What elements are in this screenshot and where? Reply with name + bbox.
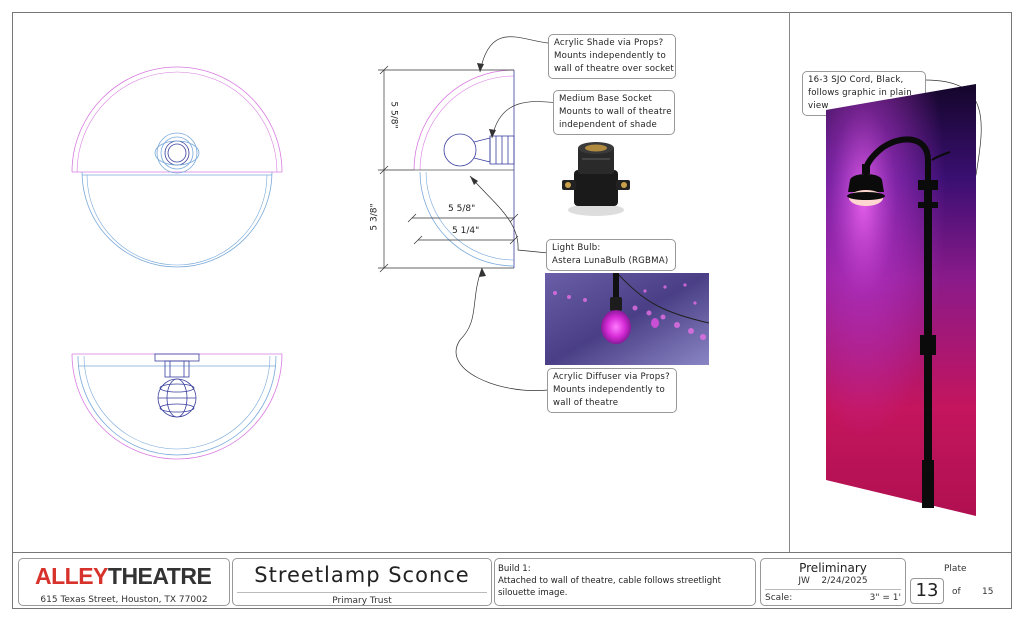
dim-width-b: 5 1/4"	[452, 226, 480, 236]
status-separator	[765, 589, 901, 590]
note-line: wall of theatre	[553, 398, 619, 408]
plate-of-label: of	[952, 587, 961, 597]
plate-total: 15	[982, 587, 994, 597]
note-line: Mounts independently to	[554, 51, 666, 61]
plate-panel: Plate 13 of 15	[910, 558, 1010, 606]
project-title: Streetlamp Sconce	[254, 563, 470, 587]
note-line: Astera LunaBulb (RGBMA)	[552, 256, 669, 266]
logo-dark-text: THEATRE	[107, 563, 212, 589]
plate-number: 13	[915, 580, 939, 601]
drawn-by: JW	[798, 576, 810, 586]
theatre-address: 615 Texas Street, Houston, TX 77002	[40, 595, 208, 605]
note-acrylic-diffuser: Acrylic Diffuser via Props? Mounts indep…	[547, 368, 677, 413]
front-elevation	[71, 66, 283, 268]
status-panel: Preliminary JW 2/24/2025 Scale: 3" = 1'	[760, 558, 906, 606]
note-line: independent of shade	[559, 120, 658, 130]
note-line: Medium Base Socket	[559, 94, 653, 104]
note-acrylic-shade: Acrylic Shade via Props? Mounts independ…	[548, 34, 676, 79]
note-line: follows graphic in plain	[808, 88, 912, 98]
note-line: Light Bulb:	[552, 243, 601, 253]
status-label: Preliminary	[799, 561, 867, 575]
drawing-date: 2/24/2025	[821, 576, 868, 586]
note-line: view	[808, 101, 829, 111]
project-separator	[237, 592, 487, 593]
drawn-by-date: JW 2/24/2025	[761, 576, 905, 586]
scale-value: 3" = 1'	[869, 593, 901, 603]
build-notes-panel: Build 1: Attached to wall of theatre, ca…	[494, 558, 756, 606]
dimension-lines	[378, 65, 519, 273]
note-line: wall of theatre over socket	[554, 64, 675, 74]
socket-photo	[562, 142, 630, 216]
note-line: 16-3 SJO Cord, Black,	[808, 75, 904, 85]
dim-width-a: 5 5/8"	[448, 204, 476, 214]
sheet-border	[12, 12, 1012, 609]
side-section	[413, 69, 515, 268]
alley-theatre-logo: ALLEYTHEATRE	[35, 563, 212, 590]
title-block: ALLEYTHEATRE 615 Texas Street, Houston, …	[12, 552, 1012, 610]
dim-lower-height: 5 3/8"	[369, 203, 380, 231]
plan-view	[71, 353, 283, 460]
leader-lines	[455, 36, 982, 391]
note-line: Acrylic Diffuser via Props?	[553, 372, 670, 382]
build-notes: Build 1: Attached to wall of theatre, ca…	[498, 563, 721, 599]
logo-red-text: ALLEY	[35, 563, 108, 589]
scale-label: Scale:	[765, 593, 793, 603]
bulb-photo	[545, 273, 709, 365]
dim-upper-height: 5 5/8"	[388, 101, 399, 129]
plate-number-box: 13	[910, 578, 944, 604]
note-line: Mounts to wall of theatre	[559, 107, 672, 117]
note-line: Mounts independently to	[553, 385, 665, 395]
note-medium-base-socket: Medium Base Socket Mounts to wall of the…	[553, 90, 675, 135]
logo-panel: ALLEYTHEATRE 615 Texas Street, Houston, …	[18, 558, 230, 606]
note-light-bulb: Light Bulb: Astera LunaBulb (RGBMA)	[546, 239, 676, 271]
note-line: Acrylic Shade via Props?	[554, 38, 664, 48]
plate-label: Plate	[944, 564, 967, 574]
project-subtitle: Primary Trust	[332, 596, 392, 606]
build-line: silouette image.	[498, 588, 568, 598]
render-divider	[789, 12, 790, 552]
build-line: Build 1:	[498, 564, 531, 574]
build-line: Attached to wall of theatre, cable follo…	[498, 576, 721, 586]
project-panel: Streetlamp Sconce Primary Trust	[232, 558, 492, 606]
streetlamp-render	[826, 84, 976, 516]
